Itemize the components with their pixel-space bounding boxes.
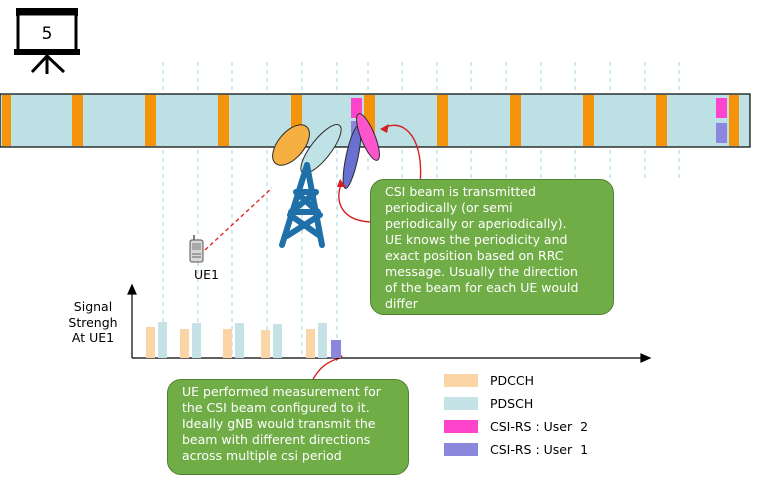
csi-rs-user2-block <box>716 98 727 118</box>
slot-marker <box>364 95 375 146</box>
pdcch-bar <box>180 329 189 358</box>
slot-marker <box>72 95 83 146</box>
beam-group <box>272 113 380 189</box>
beam-orange <box>272 124 310 166</box>
legend-item-pdsch: PDSCH <box>444 394 533 412</box>
slot-marker <box>291 95 302 146</box>
ue-phone-icon <box>189 235 204 263</box>
legend-item-csi-user1: CSI-RS : User 1 <box>444 440 588 458</box>
legend-item-pdcch: PDCCH <box>444 371 534 389</box>
slot-marker <box>2 95 11 146</box>
slot-marker <box>218 95 229 146</box>
legend-swatch <box>444 442 478 456</box>
legend-swatch <box>444 373 478 387</box>
presentation-icon <box>14 8 80 74</box>
slot-marker <box>583 95 594 146</box>
measurement-callout: UE performed measurement for the CSI bea… <box>167 379 409 475</box>
ue-label: UE1 <box>194 267 219 282</box>
csi-rs-user1-bar <box>331 340 341 358</box>
csi-beam-callout: CSI beam is transmitted periodically (or… <box>370 179 614 315</box>
pdsch-bar <box>273 324 282 358</box>
csi-rs-user1-block <box>716 123 727 143</box>
legend-swatch <box>444 396 478 410</box>
legend-swatch <box>444 419 478 433</box>
pdcch-bar <box>223 329 232 358</box>
slot-marker <box>729 95 739 146</box>
slide-number: 5 <box>42 24 53 44</box>
slot-marker <box>656 95 667 146</box>
radio-link <box>204 187 273 251</box>
signal-axes <box>127 283 652 363</box>
pdsch-bar <box>318 323 327 358</box>
measurement-bars <box>146 322 341 358</box>
gnb-tower-icon <box>279 162 325 248</box>
callout-pointers <box>311 124 422 382</box>
pdcch-bar <box>306 329 315 358</box>
pdsch-bar <box>192 323 201 358</box>
pdcch-bar <box>146 327 155 358</box>
pdsch-bar <box>158 322 167 358</box>
slot-marker <box>437 95 448 146</box>
legend-item-csi-user2: CSI-RS : User 2 <box>444 417 588 435</box>
y-axis-label: Signal Strengh At UE1 <box>68 299 118 345</box>
slot-marker <box>145 95 156 146</box>
pdsch-bar <box>235 323 244 358</box>
pdcch-bar <box>261 330 270 358</box>
beam-pink <box>356 113 380 161</box>
csi-rs-user2-block <box>351 98 362 118</box>
slot-marker <box>510 95 521 146</box>
